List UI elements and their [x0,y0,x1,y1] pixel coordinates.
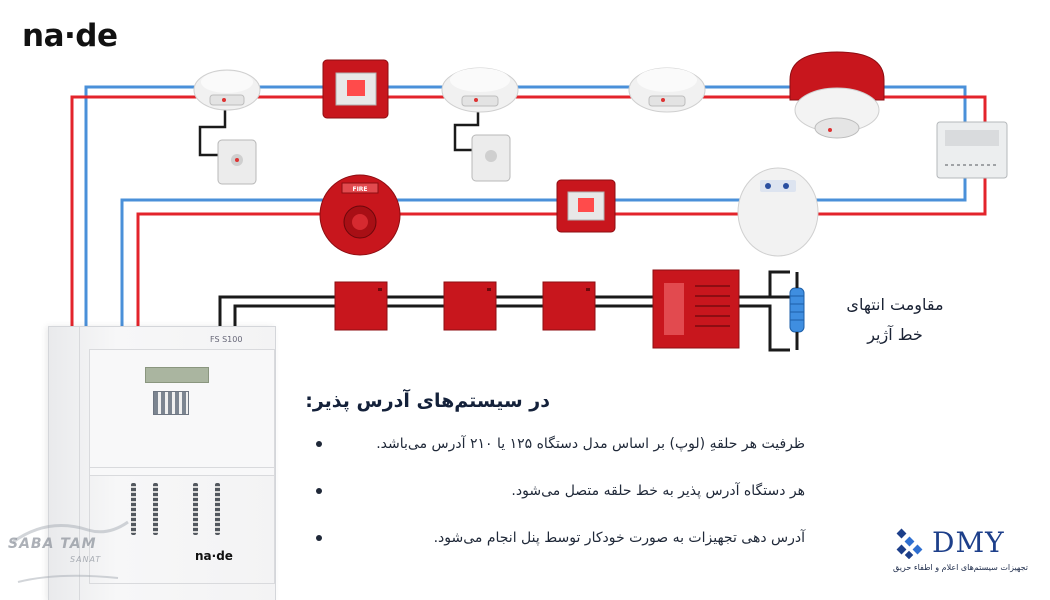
bullet-dot [316,441,322,447]
end-of-line-resistor-icon [789,272,805,350]
smoke-detector-icon [441,67,519,113]
panel-keypad [153,391,189,415]
list-item: آدرس دهی تجهیزات به صورت خودکار توسط پنل… [300,526,805,550]
bullet-dot [316,488,322,494]
remote-indicator-icon [217,139,257,185]
section-heading: در سیستم‌های آدرس پذیر: [305,390,550,412]
panel-lcd-display [145,367,209,383]
list-item: ظرفیت هر حلقهِ (لوپ) بر اساس مدل دستگاه … [300,432,805,456]
manual-call-point-icon [556,179,616,233]
list-item-text: آدرس دهی تجهیزات به صورت خودکار توسط پنل… [433,530,805,546]
end-of-line-label-line1: مقاومت انتهای [846,295,944,314]
sounder-module-icon [443,281,497,331]
flush-detector-icon [737,167,819,257]
spur-wire-1 [198,108,227,157]
sounder-module-icon [542,281,596,331]
bullet-dot [316,535,322,541]
sounder-circuit-black-wire-c [768,270,790,297]
panel-vent [153,483,158,535]
remote-indicator-icon [471,134,511,182]
end-of-line-label: مقاومت انتهای خط آژیر [830,290,960,350]
smoke-detector-icon [628,67,706,113]
bell-sounder-icon [652,269,740,349]
panel-vent [215,483,220,535]
list-item: هر دستگاه آدرس پذیر به خط حلقه متصل می‌ش… [300,479,805,503]
bullet-list: ظرفیت هر حلقهِ (لوپ) بر اساس مدل دستگاه … [300,432,805,573]
dmy-logo-mark-icon [896,528,923,559]
spur-wire-2 [453,110,480,152]
brand-logo: na·de [22,18,118,54]
company-tagline: تجهیزات سیستم‌های اعلام و اطفاء حریق [893,563,1028,572]
manual-call-point-icon [322,59,389,119]
panel-vent [193,483,198,535]
watermark-wave-icon [12,520,129,583]
smoke-detector-icon [193,69,261,111]
watermark-text: SABA TAM [8,536,97,552]
company-name: DMY [932,526,1005,559]
panel-lower-section [89,467,275,584]
panel-vent [131,483,136,535]
sounder-beacon-icon: FIRE [319,174,401,256]
panel-door [79,327,276,600]
list-item-text: ظرفیت هر حلقهِ (لوپ) بر اساس مدل دستگاه … [376,436,805,452]
fire-sign-label: FIRE [352,186,367,193]
list-item-text: هر دستگاه آدرس پذیر به خط حلقه متصل می‌ش… [511,483,805,499]
sounder-circuit-black-wire-b [233,304,790,352]
siren-icon [789,51,885,139]
panel-brand-label: na·de [195,549,233,563]
watermark-subtext: SANAT [70,555,102,564]
panel-model-label: FS S100 [210,335,243,344]
sounder-module-icon [334,281,388,331]
sounder-circuit-black-wire-a [218,295,790,330]
isolator-module-icon [936,121,1008,179]
end-of-line-label-line2: خط آژیر [867,325,923,344]
fire-alarm-control-panel: FS S100 na·de [48,326,276,600]
